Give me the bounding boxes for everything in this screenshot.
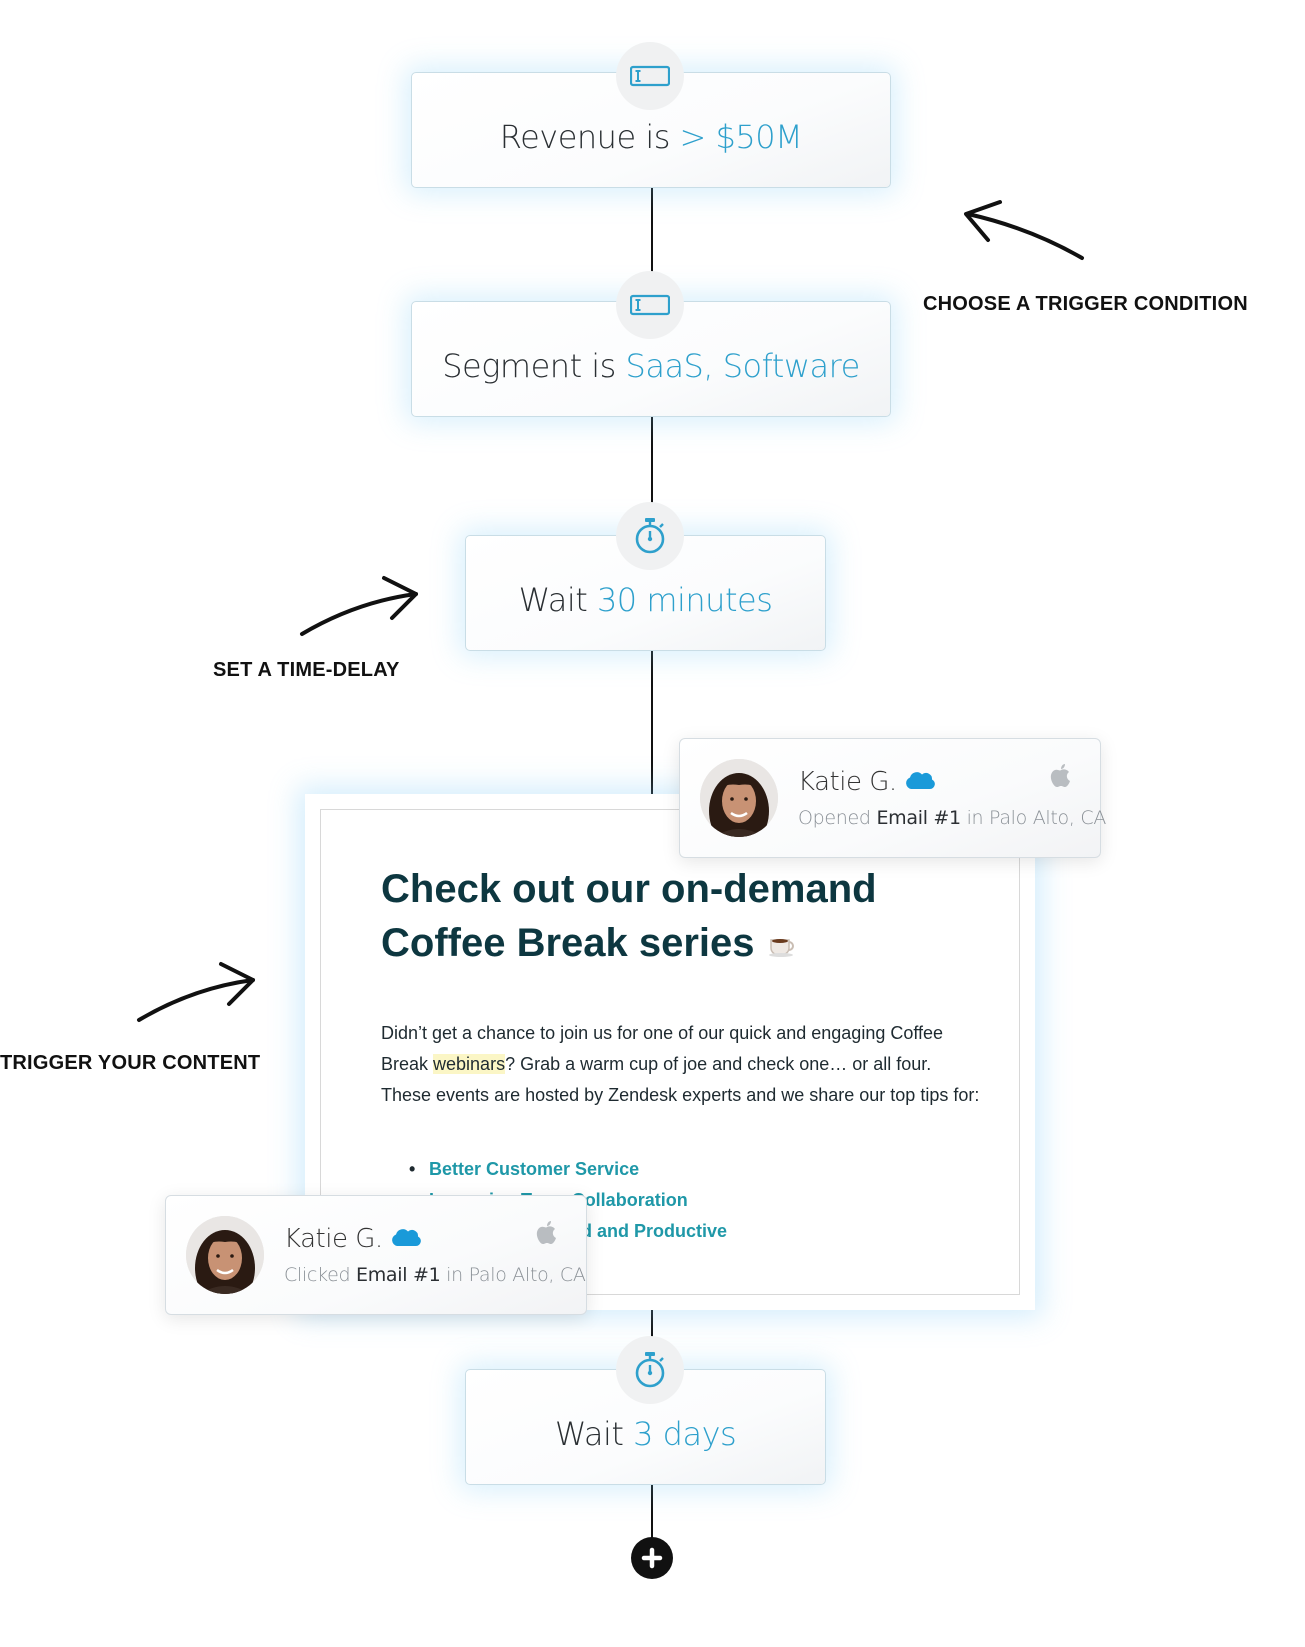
add-step-button[interactable] — [631, 1537, 673, 1579]
stopwatch-icon — [616, 502, 684, 570]
activity-card-clicked: Katie G. Clicked Email #1 in Palo Alto, … — [165, 1195, 587, 1315]
node-label: Wait 3 days — [554, 1415, 737, 1453]
apple-icon — [536, 1220, 558, 1251]
avatar — [700, 759, 778, 837]
topic-link[interactable]: Better Customer Service — [409, 1154, 727, 1185]
annotation-trigger-condition: CHOOSE A TRIGGER CONDITION — [923, 293, 1248, 315]
email-body: Didn’t get a chance to join us for one o… — [381, 1023, 980, 1105]
activity-text: Opened Email #1 in Palo Alto, CA — [798, 807, 1107, 829]
email-title: Check out our on-demand Coffee Break ser… — [381, 862, 941, 972]
contact-name: Katie G. — [284, 1224, 421, 1255]
connector-line — [651, 414, 653, 536]
activity-text: Clicked Email #1 in Palo Alto, CA — [284, 1264, 586, 1286]
salesforce-cloud-icon — [903, 768, 935, 798]
highlighted-word: webinars — [433, 1054, 506, 1074]
contact-name: Katie G. — [798, 767, 935, 798]
activity-card-opened: Katie G. Opened Email #1 in Palo Alto, C… — [679, 738, 1106, 858]
input-field-icon — [616, 42, 684, 110]
arrow-icon — [137, 962, 255, 1022]
stopwatch-icon — [616, 1336, 684, 1404]
coffee-cup-icon — [767, 918, 797, 972]
input-field-icon — [616, 271, 684, 339]
salesforce-cloud-icon — [389, 1225, 421, 1255]
apple-icon — [1050, 763, 1072, 794]
plus-icon — [641, 1547, 663, 1569]
avatar — [186, 1216, 264, 1294]
node-label: Wait 30 minutes — [518, 581, 773, 619]
arrow-icon — [964, 200, 1084, 260]
email-preview: Check out our on-demand Coffee Break ser… — [305, 794, 1035, 1310]
arrow-icon — [300, 576, 418, 636]
node-label: Revenue is > $50M — [499, 118, 803, 156]
connector-line — [651, 1250, 653, 1370]
connector-line — [651, 1482, 653, 1540]
connector-line — [651, 186, 653, 302]
node-label: Segment is SaaS, Software — [442, 347, 860, 385]
connector-line — [651, 648, 653, 796]
annotation-time-delay: SET A TIME-DELAY — [213, 659, 400, 681]
annotation-trigger-content: TRIGGER YOUR CONTENT — [0, 1052, 261, 1074]
